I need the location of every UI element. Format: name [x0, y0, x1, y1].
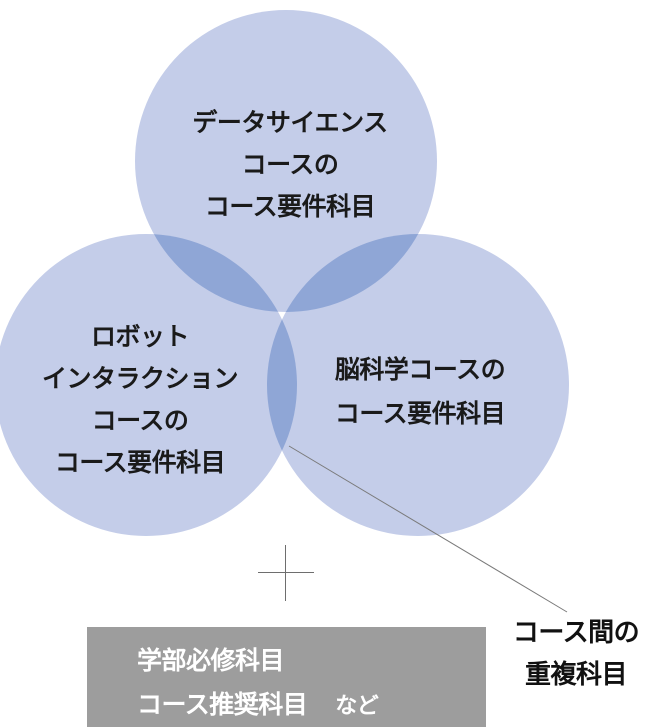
label-line: 脳科学コースの	[334, 355, 506, 384]
label-data-science: データサイエンス コースの コース要件科目	[150, 102, 430, 228]
label-line: コースの	[91, 406, 189, 435]
label-line: コースの	[241, 150, 339, 179]
callout-line: コース間の	[512, 618, 640, 648]
extra-line-recommended: コース推奨科目 など	[137, 685, 379, 721]
extra-line-required: 学部必修科目	[137, 646, 285, 675]
extra-courses-box: 学部必修科目 コース推奨科目 など	[87, 627, 486, 727]
label-robot-interaction: ロボット インタラクション コースの コース要件科目	[0, 316, 280, 484]
label-line: ロボット	[90, 322, 190, 351]
overlap-leader-line	[288, 445, 568, 613]
circle-brain-science	[267, 234, 569, 536]
label-line: インタラクション	[41, 364, 239, 393]
label-line: コース要件科目	[334, 399, 506, 428]
circle-robot-interaction	[0, 234, 297, 536]
label-line: コース要件科目	[204, 192, 376, 221]
label-line: コース要件科目	[54, 448, 226, 477]
plus-icon	[258, 545, 314, 601]
callout-line: 重複科目	[524, 660, 628, 690]
label-brain-science: 脳科学コースの コース要件科目	[300, 348, 540, 436]
extra-line-suffix: など	[335, 694, 379, 719]
circle-data-science	[135, 10, 437, 312]
extra-line-recommended-text: コース推奨科目	[137, 690, 308, 719]
label-line: データサイエンス	[192, 108, 388, 137]
overlap-callout: コース間の 重複科目	[496, 612, 656, 696]
